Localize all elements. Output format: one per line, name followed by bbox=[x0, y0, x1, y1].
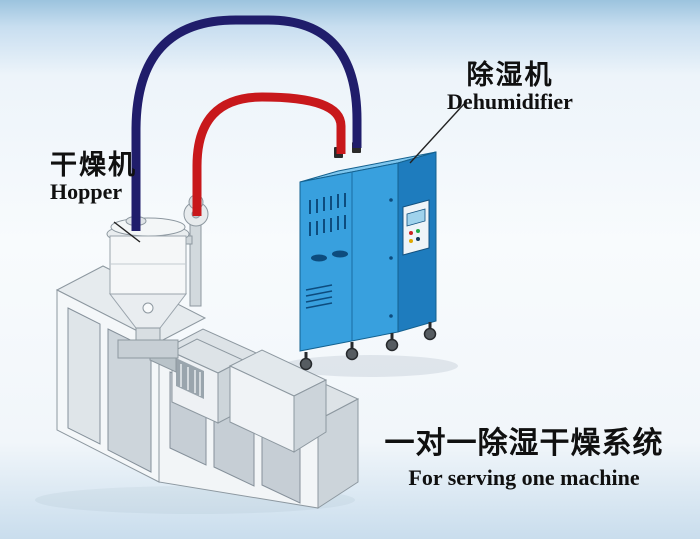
dry-air-pipe-blue bbox=[131, 15, 362, 231]
pipes bbox=[131, 15, 362, 231]
caption-zh: 一对一除湿干燥系统 bbox=[384, 426, 664, 461]
panel-button-dark bbox=[416, 237, 420, 241]
hopper-body bbox=[109, 235, 187, 295]
dehumidifier-label: 除湿机 Dehumidifier bbox=[440, 60, 580, 115]
body-end-face bbox=[317, 398, 359, 509]
vent-slots bbox=[309, 193, 346, 236]
control-panel bbox=[402, 199, 430, 256]
dehumidifier-label-zh: 除湿机 bbox=[466, 60, 554, 91]
hopper-label-en: Hopper bbox=[50, 179, 123, 205]
bigbox-side bbox=[293, 379, 327, 453]
hopper-label-zh: 干燥机 bbox=[50, 150, 137, 181]
caster-wheels bbox=[299, 322, 437, 371]
panel-button-red bbox=[409, 231, 413, 235]
hopper-label: 干燥机 Hopper bbox=[50, 150, 137, 205]
door-hinges bbox=[389, 198, 393, 318]
hopper-dryer bbox=[106, 194, 209, 359]
oval-vent-right bbox=[332, 250, 348, 258]
dehumidifier-label-en: Dehumidifier bbox=[447, 89, 573, 115]
caption: 一对一除湿干燥系统 For serving one machine bbox=[384, 428, 664, 489]
hopper-stand bbox=[117, 339, 179, 359]
bottom-grill bbox=[305, 284, 333, 309]
dehumidifier-leader-line bbox=[409, 103, 465, 164]
dehumidifier bbox=[299, 142, 437, 371]
caption-en: For serving one machine bbox=[408, 464, 640, 490]
hopper-neck bbox=[135, 327, 161, 341]
panel-display bbox=[406, 208, 426, 227]
grill-slats bbox=[180, 364, 201, 396]
return-air-pipe-red bbox=[192, 92, 346, 216]
panel-button-yellow bbox=[409, 239, 413, 243]
panel-button-green bbox=[416, 229, 420, 233]
midbox-grill bbox=[176, 358, 204, 399]
oval-vent-left bbox=[311, 254, 327, 262]
hopper-lid-top bbox=[110, 217, 186, 237]
cabinet-door-left bbox=[67, 307, 101, 445]
loader-bracket bbox=[189, 213, 202, 307]
hopper-leader-line bbox=[113, 221, 141, 243]
dehumidifier-shadow bbox=[282, 355, 458, 377]
hopper-sightglass bbox=[142, 302, 154, 314]
